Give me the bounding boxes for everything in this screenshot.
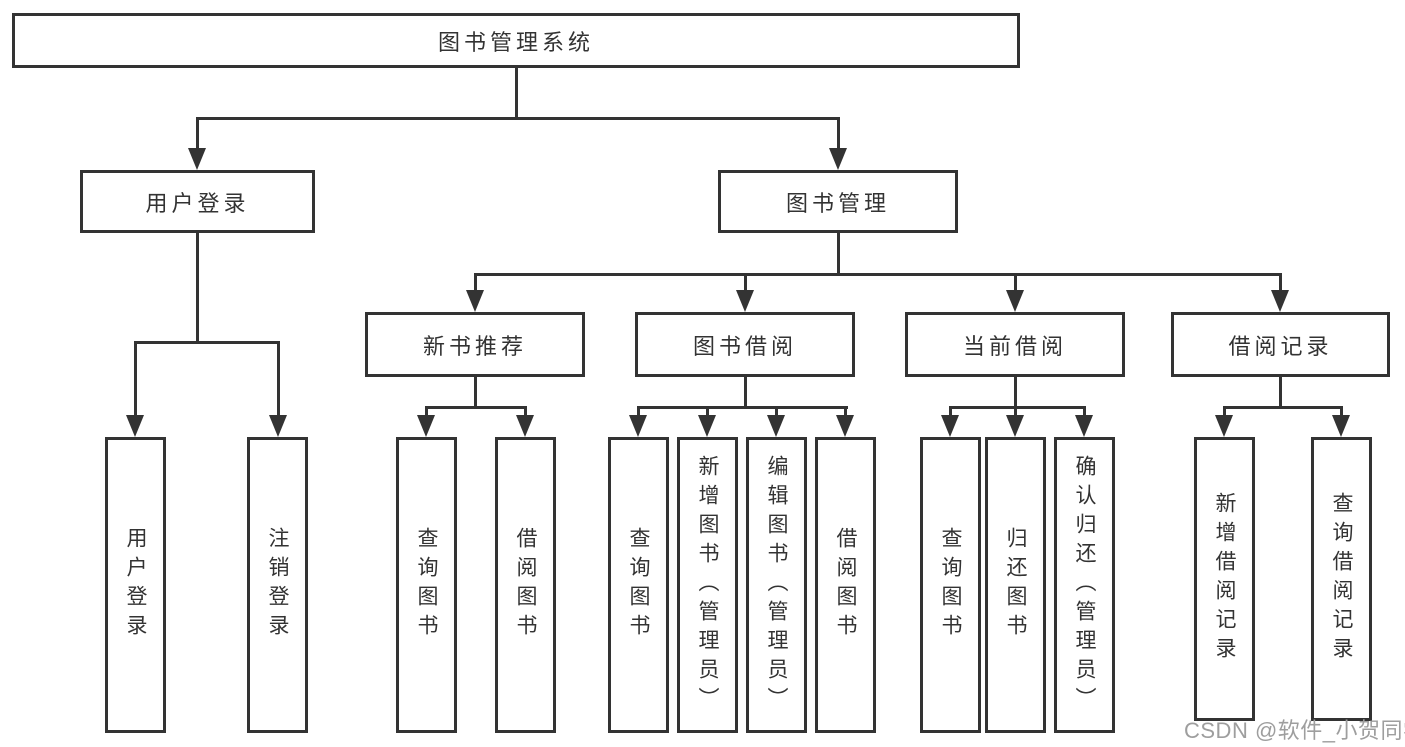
connector-borrow-records-bar [1223, 406, 1343, 409]
arrowhead-newbook-query [417, 415, 435, 437]
leaf-borrow-borrow-book-label: 借阅图书 [834, 527, 857, 643]
connector-stem-leaf-login [134, 344, 137, 420]
leaf-newbook-borrow-book: 借阅图书 [495, 437, 556, 733]
leaf-user-login-label: 用户登录 [124, 527, 147, 643]
connector-level3-bar [474, 273, 1282, 276]
arrowhead-borrow-add [698, 415, 716, 437]
leaf-borrow-edit-book: 编辑图书（管理员） [746, 437, 807, 733]
node-root-label: 图书管理系统 [437, 29, 594, 55]
leaf-records-add-record: 新增借阅记录 [1194, 437, 1255, 721]
connector-user-login-drop [196, 233, 199, 341]
node-root: 图书管理系统 [12, 13, 1020, 68]
arrowhead-borrow-records [1271, 290, 1289, 312]
arrowhead-to-book-management [829, 148, 847, 170]
leaf-newbook-borrow-book-label: 借阅图书 [514, 527, 537, 643]
arrowhead-borrow-edit [767, 415, 785, 437]
node-book-management: 图书管理 [718, 170, 958, 233]
connector-new-book-bar [425, 406, 527, 409]
connector-stem-current-confirm [1083, 409, 1086, 419]
arrowhead-borrow-query [629, 415, 647, 437]
arrowhead-records-add [1215, 415, 1233, 437]
node-book-management-label: 图书管理 [785, 190, 890, 216]
arrowhead-leaf-login [126, 415, 144, 437]
arrowhead-leaf-logout [269, 415, 287, 437]
connector-stem-borrow-query [637, 409, 640, 419]
connector-user-login-bar [134, 341, 280, 344]
leaf-records-query-record-label: 查询借阅记录 [1330, 492, 1353, 666]
leaf-newbook-query-book-label: 查询图书 [415, 527, 438, 643]
connector-current-borrow-bar [949, 406, 1086, 409]
connector-stem-current-return [1014, 409, 1017, 419]
leaf-current-confirm-return: 确认归还（管理员） [1054, 437, 1115, 733]
leaf-logout: 注销登录 [247, 437, 308, 733]
leaf-current-query-book-label: 查询图书 [939, 527, 962, 643]
leaf-borrow-edit-book-label: 编辑图书（管理员） [765, 454, 788, 716]
arrowhead-current-query [941, 415, 959, 437]
connector-root-to-user-login-stem [196, 120, 199, 152]
connector-new-book-drop [474, 377, 477, 406]
connector-root-bar [196, 117, 840, 120]
leaf-borrow-query-book: 查询图书 [608, 437, 669, 733]
node-new-book-recommend-label: 新书推荐 [422, 333, 527, 359]
leaf-logout-label: 注销登录 [266, 527, 289, 643]
watermark-text: CSDN @软件_小贺同学 [1184, 718, 1405, 743]
connector-book-borrow-bar [637, 406, 848, 409]
arrowhead-to-user-login [188, 148, 206, 170]
arrowhead-new-book [466, 290, 484, 312]
leaf-current-query-book: 查询图书 [920, 437, 981, 733]
leaf-borrow-borrow-book: 借阅图书 [815, 437, 876, 733]
leaf-user-login: 用户登录 [105, 437, 166, 733]
connector-stem-newbook-borrow [524, 409, 527, 419]
connector-borrow-records-drop [1279, 377, 1282, 406]
connector-stem-borrow-borrow [844, 409, 847, 419]
connector-stem-records-add [1223, 409, 1226, 419]
connector-current-borrow-drop [1014, 377, 1017, 406]
arrowhead-current-return [1006, 415, 1024, 437]
connector-stem-book-borrow [744, 276, 747, 294]
node-book-borrow: 图书借阅 [635, 312, 855, 377]
connector-stem-current-query [949, 409, 952, 419]
connector-stem-records-query [1340, 409, 1343, 419]
arrowhead-current-borrow [1006, 290, 1024, 312]
connector-stem-newbook-query [425, 409, 428, 419]
arrowhead-newbook-borrow [516, 415, 534, 437]
node-new-book-recommend: 新书推荐 [365, 312, 585, 377]
leaf-records-add-record-label: 新增借阅记录 [1213, 492, 1236, 666]
connector-book-management-drop [837, 233, 840, 273]
leaf-borrow-add-book-label: 新增图书（管理员） [696, 454, 719, 716]
leaf-current-return-book: 归还图书 [985, 437, 1046, 733]
arrowhead-borrow-borrow [836, 415, 854, 437]
leaf-borrow-query-book-label: 查询图书 [627, 527, 650, 643]
arrowhead-records-query [1332, 415, 1350, 437]
leaf-current-return-book-label: 归还图书 [1004, 527, 1027, 643]
leaf-current-confirm-return-label: 确认归还（管理员） [1073, 454, 1096, 716]
leaf-borrow-add-book: 新增图书（管理员） [677, 437, 738, 733]
node-current-borrow-label: 当前借阅 [962, 333, 1067, 359]
arrowhead-book-borrow [736, 290, 754, 312]
connector-stem-leaf-logout [277, 344, 280, 420]
node-borrow-records-label: 借阅记录 [1228, 333, 1333, 359]
node-user-login-label: 用户登录 [145, 190, 250, 216]
connector-stem-borrow-records [1279, 276, 1282, 294]
node-book-borrow-label: 图书借阅 [692, 333, 797, 359]
leaf-records-query-record: 查询借阅记录 [1311, 437, 1372, 721]
arrowhead-current-confirm [1075, 415, 1093, 437]
connector-root-to-book-management-stem [837, 120, 840, 152]
leaf-newbook-query-book: 查询图书 [396, 437, 457, 733]
connector-stem-borrow-add [706, 409, 709, 419]
connector-book-borrow-drop [744, 377, 747, 406]
node-current-borrow: 当前借阅 [905, 312, 1125, 377]
connector-stem-new-book [474, 276, 477, 294]
node-borrow-records: 借阅记录 [1171, 312, 1390, 377]
connector-stem-borrow-edit [775, 409, 778, 419]
node-user-login: 用户登录 [80, 170, 315, 233]
connector-root-trunk [515, 68, 518, 120]
connector-stem-current-borrow [1014, 276, 1017, 294]
